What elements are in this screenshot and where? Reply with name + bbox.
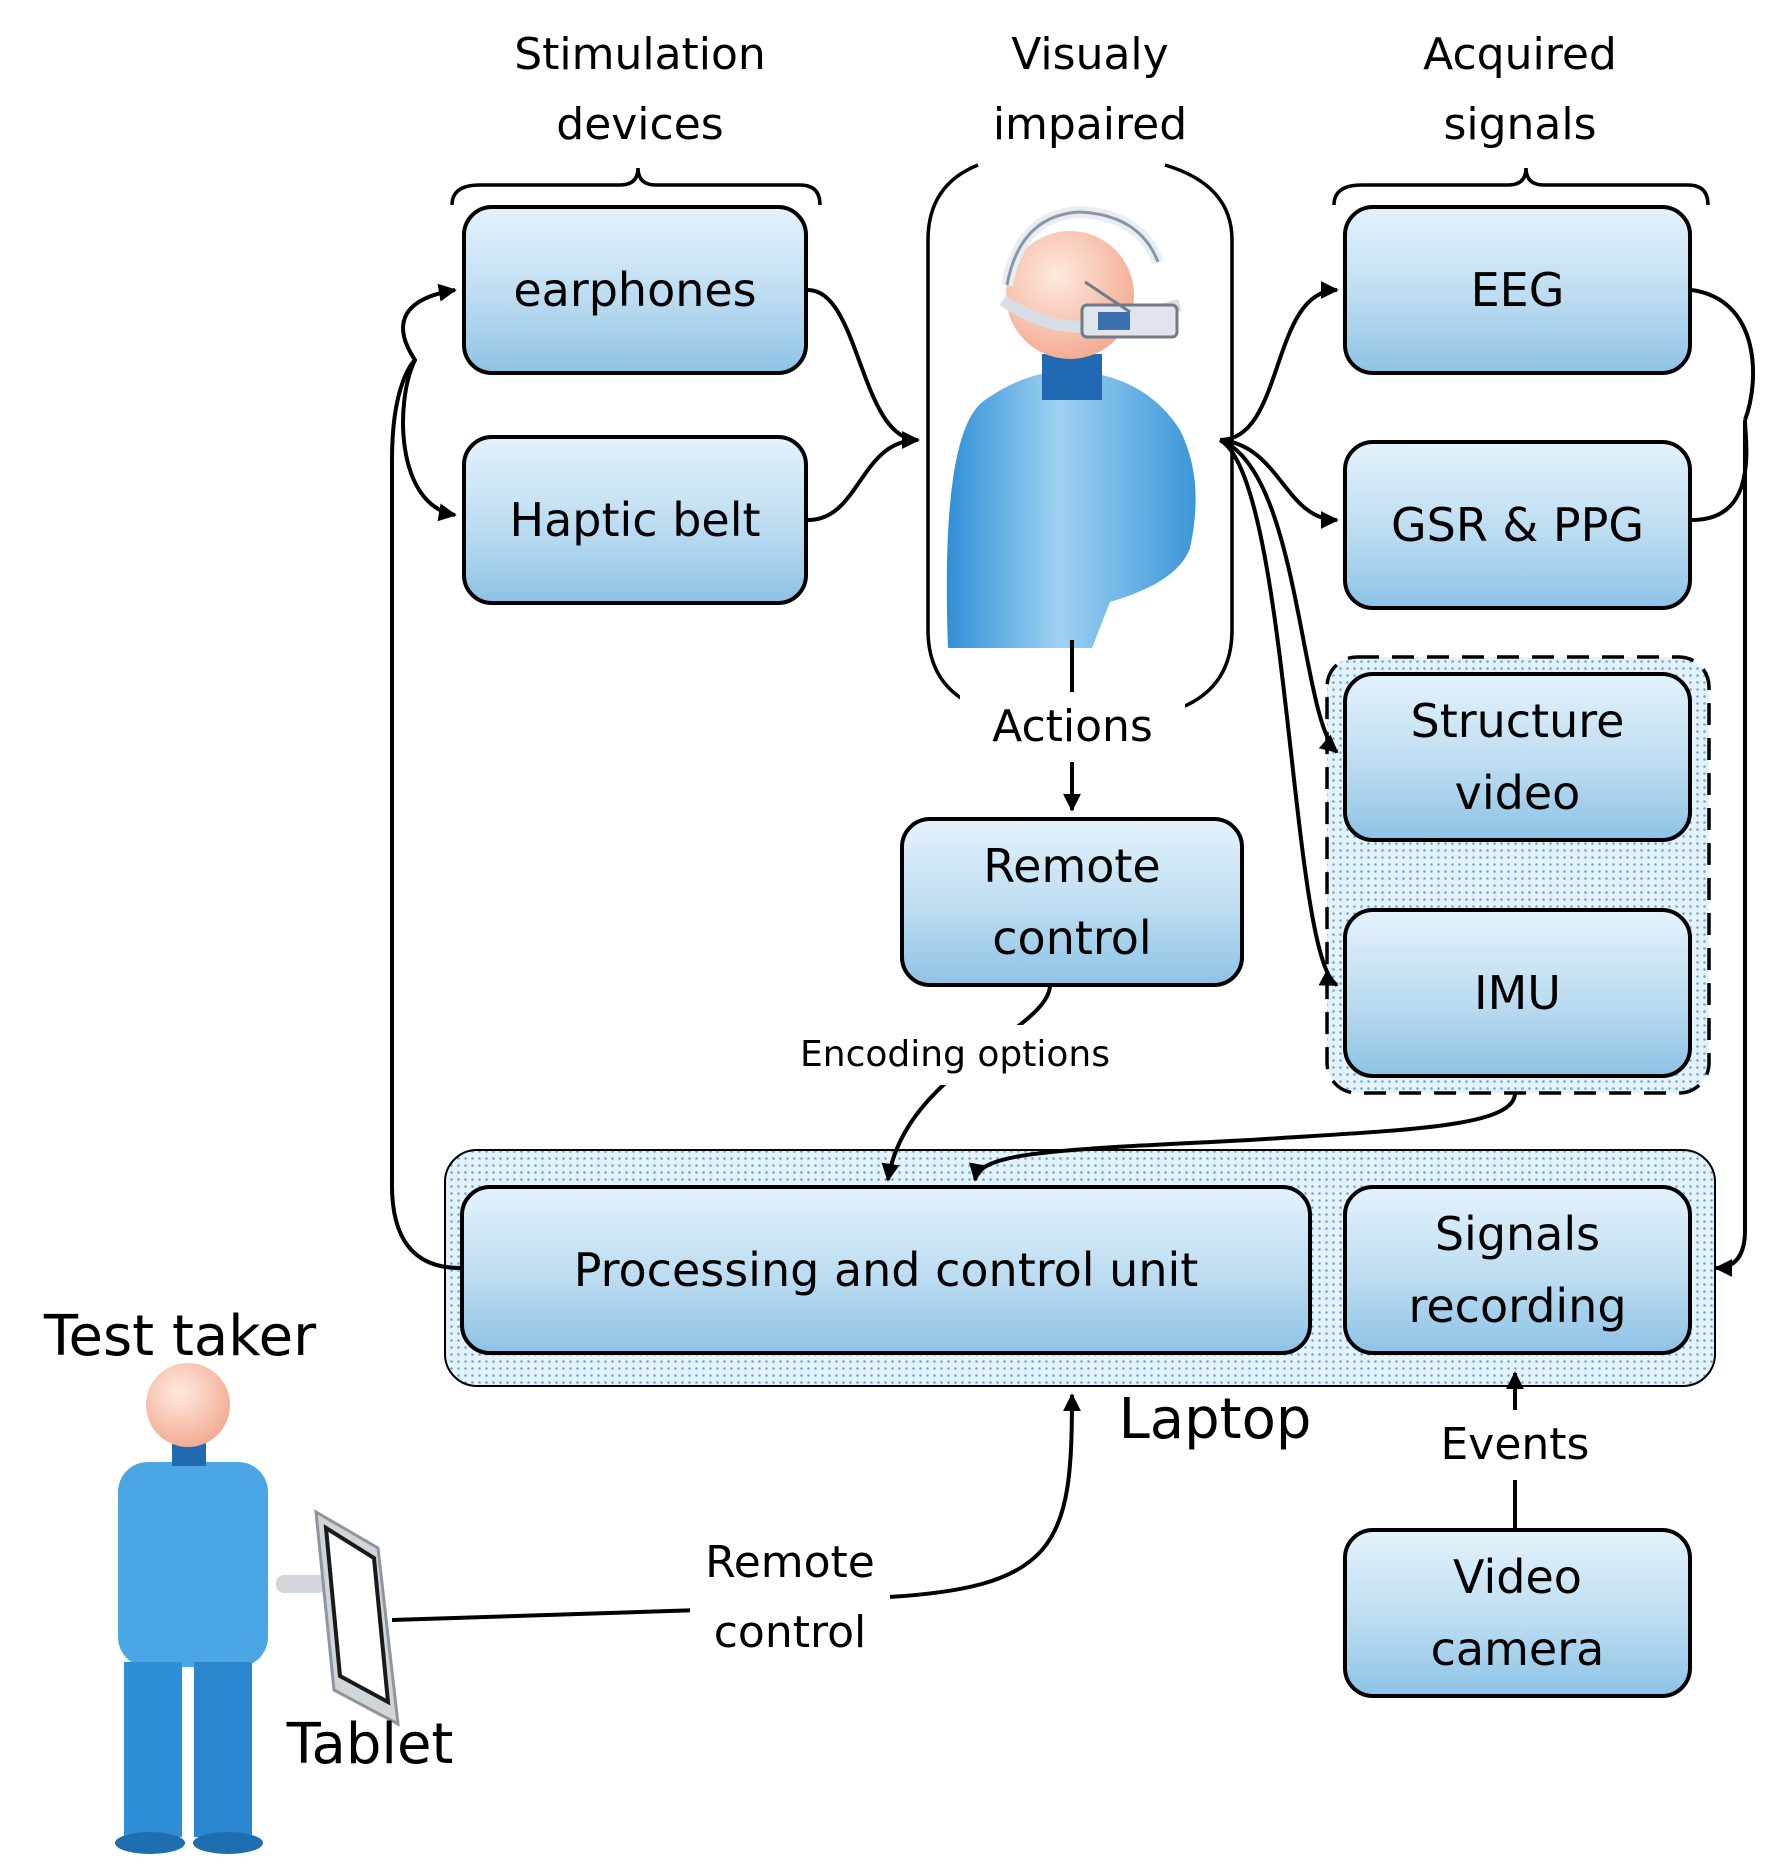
earphones-box: earphones <box>462 205 808 375</box>
tablet-icon <box>276 1509 400 1727</box>
eeg-box: EEG <box>1343 205 1692 375</box>
remote-control-box: Remote control <box>900 817 1244 987</box>
laptop-label: Laptop <box>1118 1387 1312 1452</box>
visually-impaired-header: Visualy impaired <box>992 29 1188 150</box>
visually-impaired-person-icon <box>946 205 1196 648</box>
video-camera-box: Video camera <box>1343 1528 1692 1698</box>
actions-label: Actions <box>960 692 1185 762</box>
processing-control-unit-box: Processing and control unit <box>460 1185 1312 1355</box>
connectors <box>389 281 1755 1622</box>
visually-impaired-bracket-right <box>1164 163 1234 712</box>
stimulation-brace <box>450 167 822 206</box>
acquired-brace <box>1332 167 1710 206</box>
acquired-signals-header: Acquired signals <box>1423 29 1617 150</box>
test-taker-person-icon <box>115 1363 268 1854</box>
structure-video-box: Structure video <box>1343 672 1692 842</box>
haptic-belt-box: Haptic belt <box>462 435 808 605</box>
visually-impaired-bracket-left <box>926 163 986 712</box>
test-taker-label: Test taker <box>43 1304 317 1369</box>
tablet-label: Tablet <box>286 1712 454 1777</box>
imu-box: IMU <box>1343 908 1692 1078</box>
gsr-ppg-box: GSR & PPG <box>1343 440 1692 610</box>
remote-control-link-label: Remote control <box>690 1528 890 1668</box>
events-label: Events <box>1420 1410 1610 1480</box>
encoding-options-label: Encoding options <box>790 1025 1120 1085</box>
signals-recording-box: Signals recording <box>1343 1185 1692 1355</box>
stimulation-devices-header: Stimulation devices <box>514 29 766 150</box>
